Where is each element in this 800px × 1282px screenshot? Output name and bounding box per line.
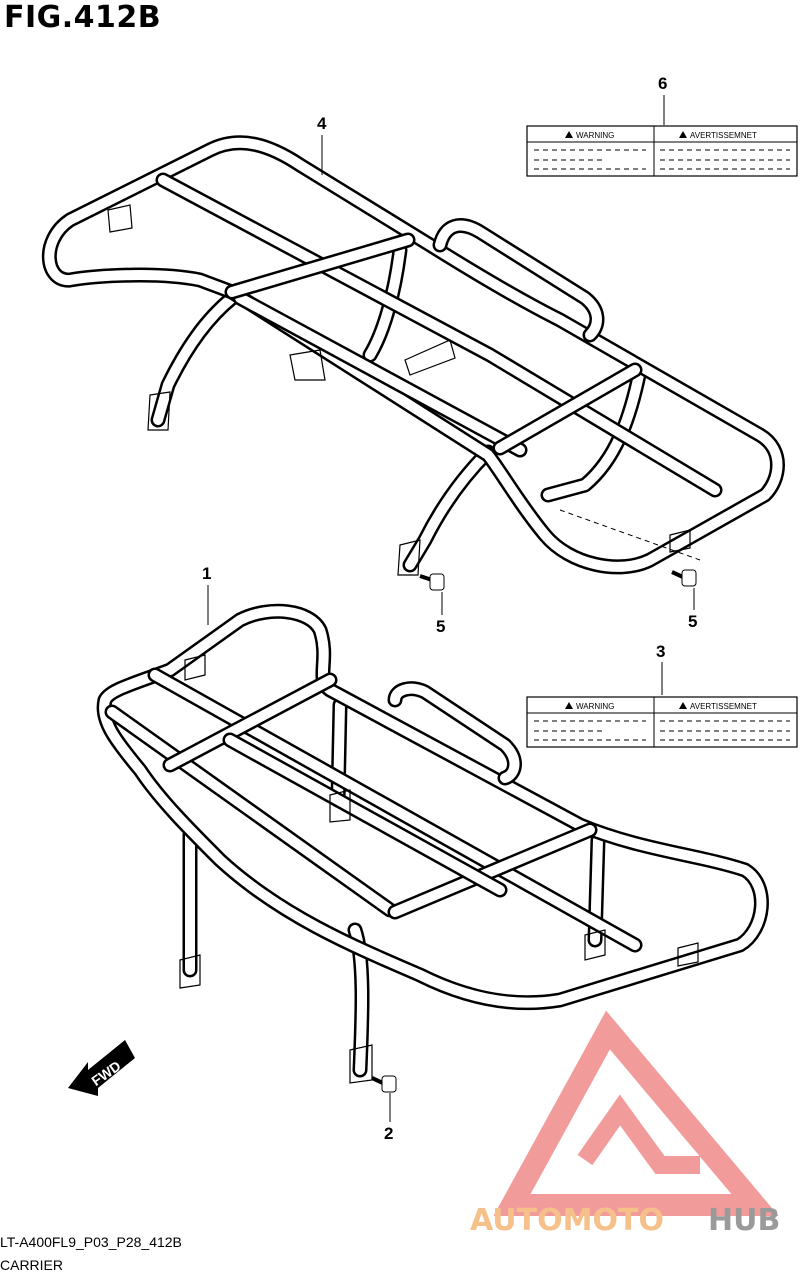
warning-label-3: WARNING AVERTISSEMNET <box>526 696 798 748</box>
callout-2: 2 <box>384 1124 394 1143</box>
figure-title: FIG.412B <box>4 0 162 35</box>
watermark-logo <box>493 1010 779 1216</box>
label3-warning-text: WARNING <box>576 702 614 711</box>
lower-carrier <box>96 603 769 1084</box>
label6-avert-text: AVERTISSEMNET <box>690 131 757 140</box>
label6-warning-text: WARNING <box>576 131 614 140</box>
warning-label-6: WARNING AVERTISSEMNET <box>526 125 798 177</box>
bolt-5-left <box>419 573 445 591</box>
watermark-text-1: AUTOMOTO <box>470 1203 664 1238</box>
bolt-5-right <box>671 569 697 587</box>
watermark-text-2: HUB <box>708 1203 780 1238</box>
figure-caption: CARRIER <box>0 1257 64 1273</box>
watermark-text: AUTOMOTO HUB <box>470 1203 780 1238</box>
bolt-2 <box>371 1075 397 1093</box>
callout-5-right: 5 <box>688 612 698 631</box>
callout-5-left: 5 <box>436 617 446 636</box>
fwd-arrow-icon: FWD <box>68 1040 135 1096</box>
callout-6: 6 <box>658 74 668 93</box>
leader-lines <box>207 95 695 1122</box>
figure-code: LT-A400FL9_P03_P28_412B <box>0 1234 182 1250</box>
callout-4: 4 <box>317 114 327 133</box>
label3-avert-text: AVERTISSEMNET <box>690 702 757 711</box>
callout-3: 3 <box>656 642 666 661</box>
upper-carrier <box>41 135 785 576</box>
callout-1: 1 <box>202 564 212 583</box>
